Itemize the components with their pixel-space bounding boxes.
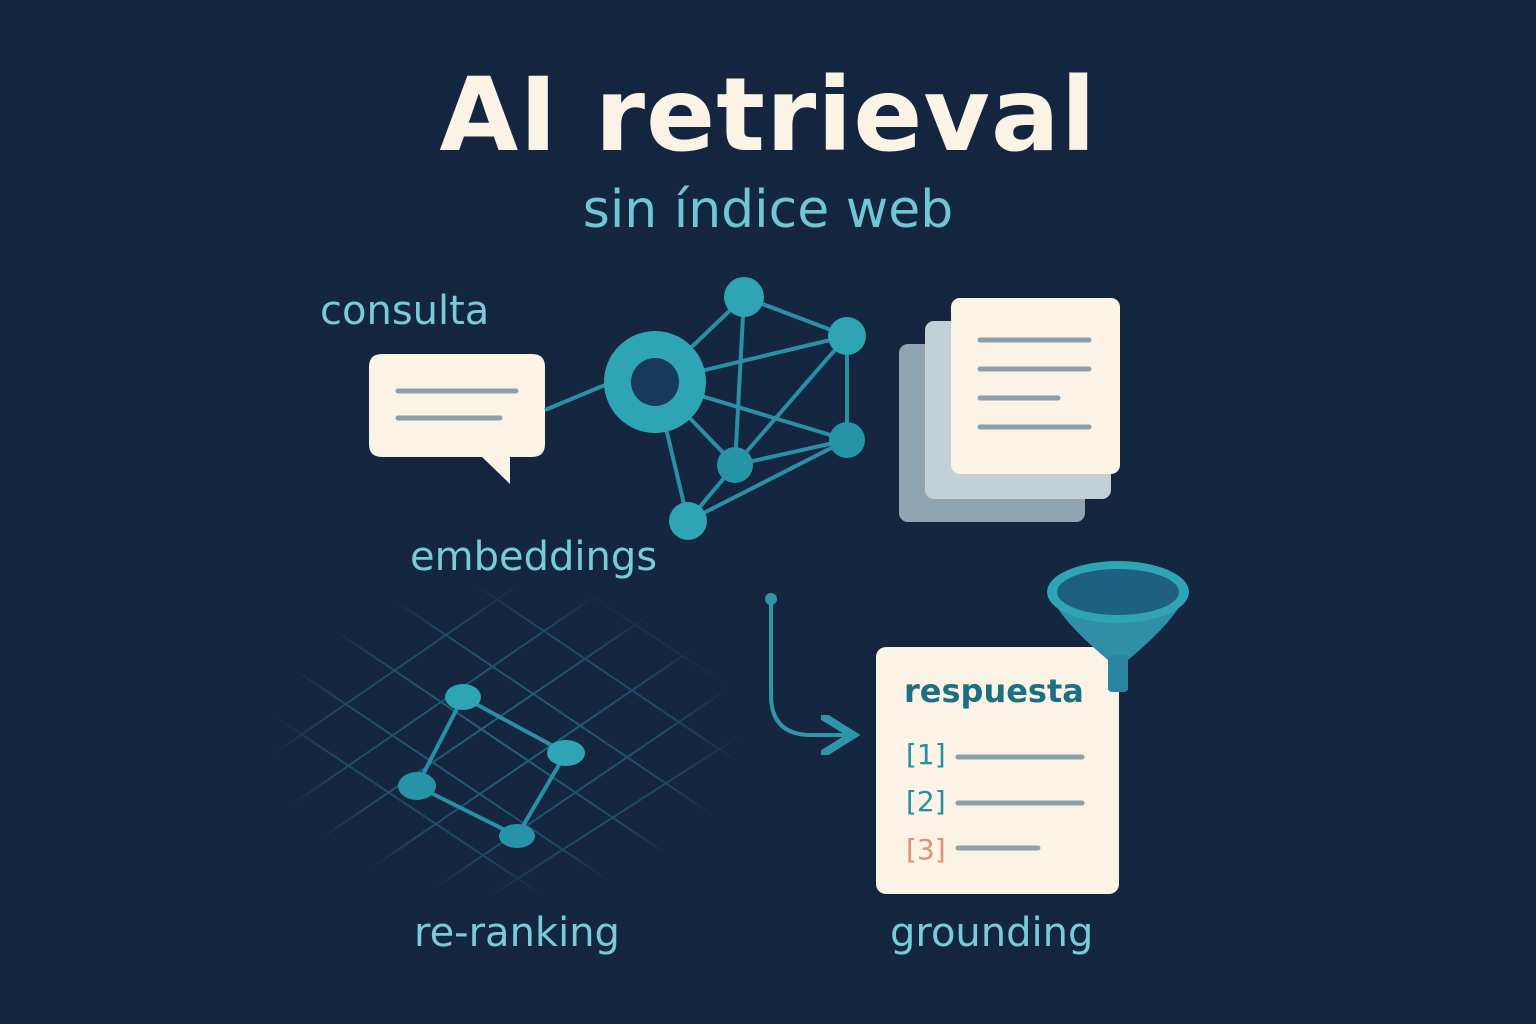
embedding-network-icon <box>544 277 866 540</box>
speech-bubble-icon <box>369 354 545 484</box>
query-label: consulta <box>320 288 490 334</box>
reranking-graph-icon <box>249 409 781 981</box>
embeddings-label: embeddings <box>410 534 658 580</box>
reranking-label: re-ranking <box>414 910 620 956</box>
answer-card <box>876 647 1119 894</box>
arrow-icon <box>765 593 845 735</box>
document-stack-icon <box>899 298 1120 522</box>
citation-2: [2] <box>906 785 946 818</box>
funnel-icon <box>1047 561 1189 692</box>
page-subtitle: sin índice web <box>582 180 954 240</box>
answer-card-title: respuesta <box>904 672 1084 710</box>
grounding-label: grounding <box>890 910 1094 956</box>
citation-1: [1] <box>906 738 946 771</box>
citation-3: [3] <box>906 833 946 866</box>
page-title: AI retrieval <box>439 56 1097 175</box>
